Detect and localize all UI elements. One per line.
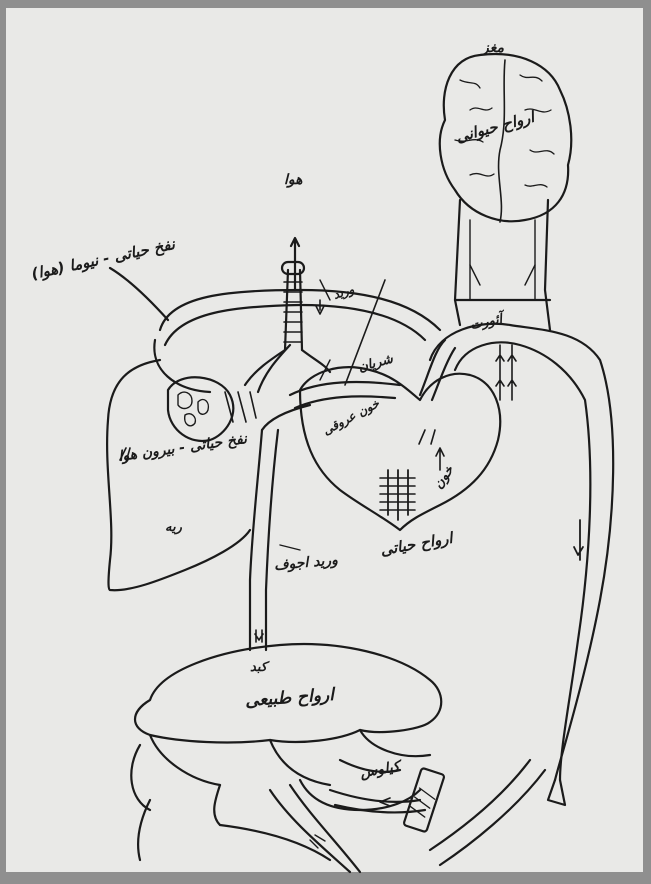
label-brain: مغز [482,40,504,56]
trachea-shape [245,238,330,392]
label-air: هوا [284,172,303,188]
label-lung: ریه [165,520,182,535]
heart-shape [300,367,500,530]
stomach-shape [138,780,420,860]
label-liver: کبد [250,660,267,675]
